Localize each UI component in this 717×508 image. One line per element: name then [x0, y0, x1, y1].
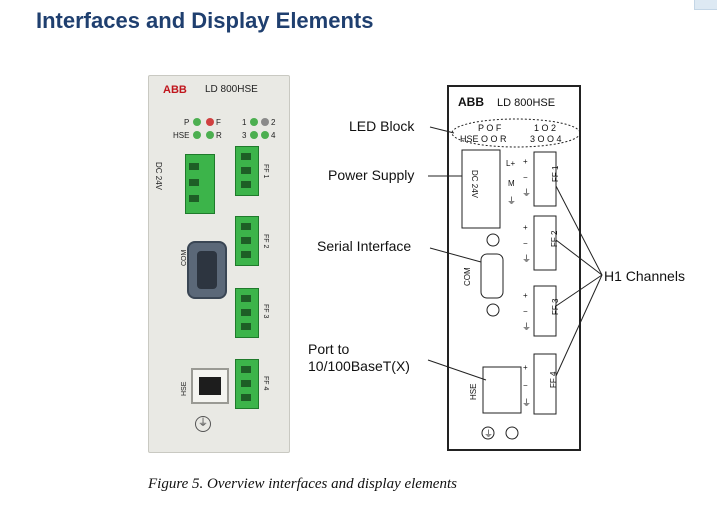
photo-ff1-terminal: [235, 146, 259, 196]
led-hse-icon: [193, 131, 201, 139]
schematic-ground-icon: [481, 426, 495, 440]
photo-led-label-1: 1: [242, 118, 247, 127]
photo-ff3-terminal: [235, 288, 259, 338]
schematic-led-row1-right: 1 O 2: [534, 123, 556, 133]
schematic-hse-port: [482, 366, 522, 414]
schematic-com-screw-bottom: [486, 303, 500, 317]
schematic-hse-label: HSE: [469, 384, 478, 400]
h1-line-ff2: [555, 239, 603, 276]
schematic-brand: ABB: [458, 95, 484, 109]
schematic-screw-icon: [505, 426, 519, 440]
led-1-icon: [250, 118, 258, 126]
svg-text:+: +: [523, 157, 528, 166]
svg-text:⏚: ⏚: [484, 429, 493, 440]
h1-line-ff4: [555, 274, 603, 377]
svg-text:−: −: [523, 173, 528, 182]
photo-led-label-r: R: [216, 131, 222, 140]
schematic-ff1-label: FF 1: [551, 165, 560, 182]
h1-line-ff3: [555, 274, 603, 307]
photo-brand: ABB: [163, 84, 187, 96]
svg-text:+: +: [523, 223, 528, 232]
svg-text:+: +: [523, 291, 528, 300]
schematic-com-label: COM: [463, 267, 472, 286]
photo-led-label-hse: HSE: [173, 131, 190, 140]
photo-led-label-4: 4: [271, 131, 276, 140]
schematic-model: LD 800HSE: [497, 97, 555, 109]
schematic-ff4: + − ⏚ FF 4: [522, 353, 558, 415]
led-p-icon: [193, 118, 201, 126]
photo-ff2-terminal: [235, 216, 259, 266]
figure-caption: Figure 5. Overview interfaces and displa…: [148, 476, 457, 492]
svg-text:−: −: [523, 307, 528, 316]
schematic-ff2-label: FF 2: [550, 230, 559, 247]
svg-text:−: −: [523, 239, 528, 248]
photo-led-label-f: F: [216, 118, 221, 127]
schematic-com-screw-top: [486, 233, 500, 247]
led-4-icon: [261, 131, 269, 139]
callout-line-port: [427, 359, 487, 381]
callout-led-block: LED Block: [349, 118, 415, 134]
callout-h1-channels: H1 Channels: [604, 268, 685, 284]
photo-ground-icon: ⏚: [195, 416, 211, 432]
schematic-led-ellipse: [451, 118, 581, 148]
corner-tab: [694, 0, 717, 10]
svg-text:⏚: ⏚: [522, 188, 531, 199]
schematic-power-block: [461, 149, 501, 229]
schematic-ff2: + − ⏚ FF 2: [522, 215, 559, 271]
schematic-ff1: + − ⏚ FF 1: [522, 151, 560, 207]
led-3-icon: [250, 131, 258, 139]
schematic-power-pin-m: M: [508, 179, 515, 188]
schematic-led-row2-left: HSE O O R: [460, 134, 507, 144]
photo-power-terminal: [185, 154, 215, 214]
schematic-ff4-label: FF 4: [549, 371, 558, 388]
svg-text:⏚: ⏚: [522, 254, 531, 265]
callout-power-supply: Power Supply: [328, 167, 415, 183]
schematic-led-row1-left: P O F: [478, 123, 502, 133]
led-2-icon: [261, 118, 269, 126]
schematic-ff3: + − ⏚ FF 3: [522, 285, 560, 337]
photo-led-label-2: 2: [271, 118, 276, 127]
callout-port-line1: Port to: [308, 341, 350, 357]
schematic-power-label: DC 24V: [470, 170, 479, 199]
schematic-ff3-label: FF 3: [551, 298, 560, 315]
led-r-icon: [206, 131, 214, 139]
svg-text:⏚: ⏚: [522, 322, 531, 333]
schematic-power-pin-lplus: L+: [506, 159, 515, 168]
photo-led-label-p: P: [184, 118, 190, 127]
callout-line-led: [429, 126, 455, 134]
schematic-power-pin-ground: ⏚: [507, 196, 516, 207]
svg-text:⏚: ⏚: [522, 398, 531, 409]
photo-model: LD 800HSE: [205, 84, 258, 95]
schematic-com-connector: [480, 253, 504, 299]
callout-serial-interface: Serial Interface: [317, 238, 412, 254]
callout-line-serial: [429, 247, 482, 263]
photo-hse-port: [191, 368, 229, 404]
device-photo: ABB LD 800HSE P F 1 2 HSE R 3 4 DC 24V F…: [148, 75, 290, 453]
callout-port-line2: 10/100BaseT(X): [308, 358, 410, 374]
schematic-led-row2-right: 3 O O 4: [530, 134, 562, 144]
h1-line-ff1: [555, 185, 603, 276]
page-title: Interfaces and Display Elements: [36, 8, 374, 33]
svg-text:−: −: [523, 381, 528, 390]
svg-text:+: +: [523, 363, 528, 372]
photo-com-connector: [187, 241, 227, 299]
photo-ff4-terminal: [235, 359, 259, 409]
photo-led-label-3: 3: [242, 131, 247, 140]
led-f-icon: [206, 118, 214, 126]
